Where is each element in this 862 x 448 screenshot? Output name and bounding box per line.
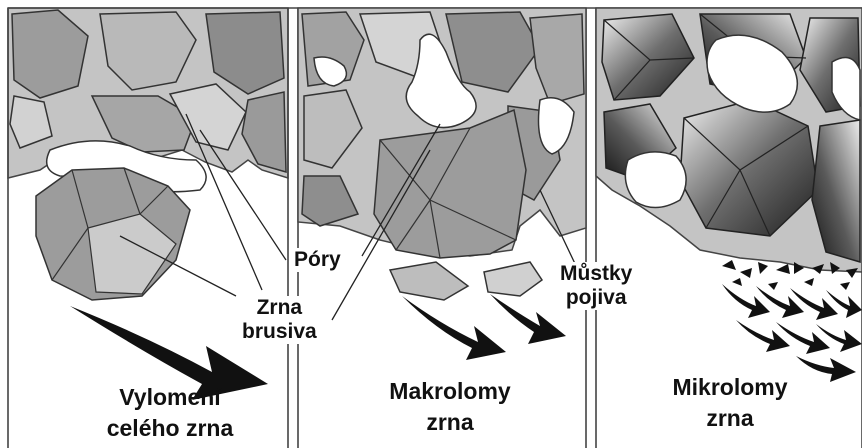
label-mustky-line2: pojiva [560, 286, 632, 310]
caption-panel-2-line1: Makrolomy [360, 376, 540, 407]
panel-3 [596, 8, 862, 382]
label-pory: Póry [290, 248, 345, 272]
fracture-arrow [490, 294, 566, 344]
fragment [484, 262, 542, 296]
pore [625, 152, 686, 208]
caption-panel-2-line2: zrna [360, 407, 540, 438]
caption-panel-3-line1: Mikrolomy [640, 372, 820, 403]
caption-panel-1-line1: Vylomení [70, 382, 270, 413]
caption-panel-1: Vylomení celého zrna [70, 382, 270, 444]
label-zrna-line1: Zrna [242, 296, 317, 320]
caption-panel-3: Mikrolomy zrna [640, 372, 820, 434]
caption-panel-1-line2: celého zrna [70, 413, 270, 444]
label-mustky-pojiva: Můstky pojiva [556, 262, 636, 310]
micro-arrows [722, 284, 862, 382]
label-zrna-brusiva: Zrna brusiva [238, 296, 321, 344]
fragment [390, 262, 468, 300]
label-zrna-line2: brusiva [242, 320, 317, 344]
panel-2 [298, 8, 586, 360]
caption-panel-2: Makrolomy zrna [360, 376, 540, 438]
label-mustky-line1: Můstky [560, 262, 632, 286]
caption-panel-3-line2: zrna [640, 403, 820, 434]
fracture-arrow [402, 296, 506, 360]
